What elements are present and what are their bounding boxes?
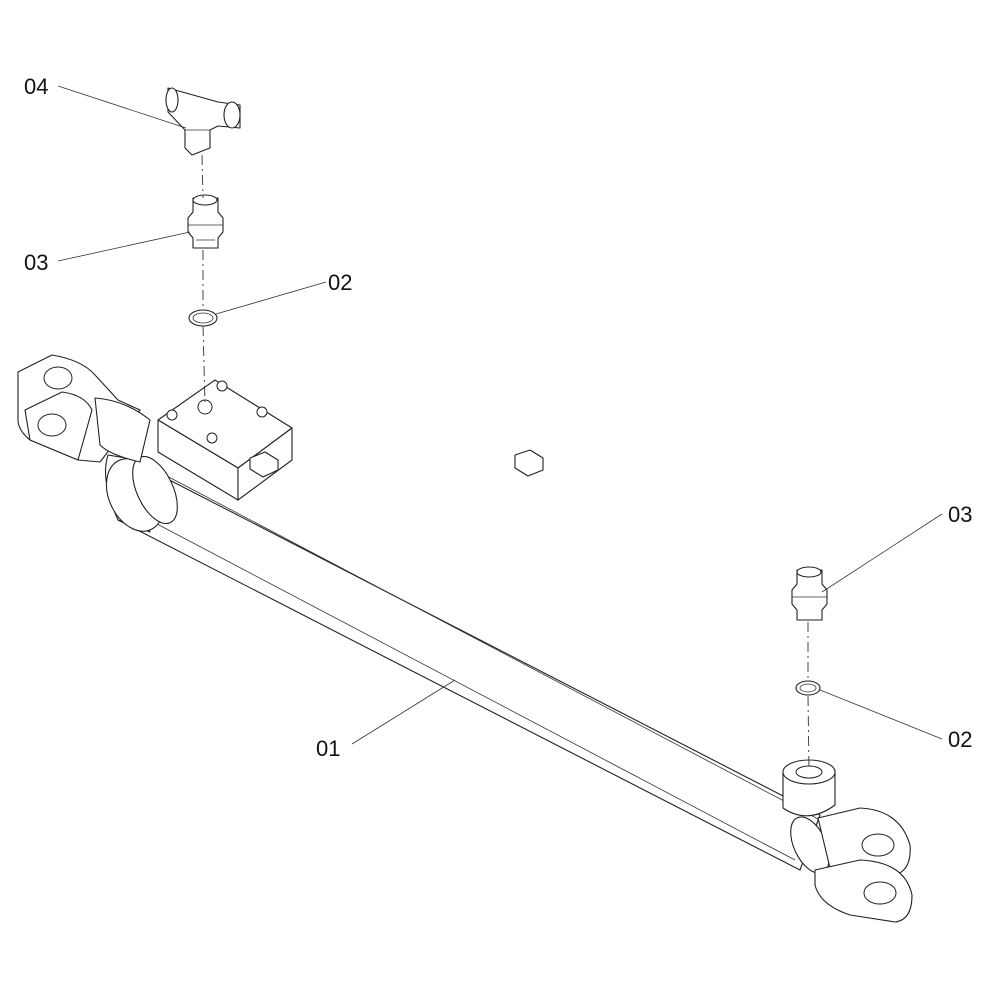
assembly-axis-lines xyxy=(201,154,810,771)
callout-01: 01 xyxy=(316,736,340,761)
callout-02-upper: 02 xyxy=(328,270,352,295)
callout-03-lower: 03 xyxy=(948,502,972,527)
cylinder-barrel xyxy=(105,454,830,874)
callout-04: 04 xyxy=(24,74,48,99)
straight-adapter-upper xyxy=(187,194,224,249)
straight-adapter-lower xyxy=(791,566,828,621)
leader-lines xyxy=(57,85,943,745)
o-ring-lower xyxy=(795,680,821,696)
elbow-fitting xyxy=(165,87,241,156)
front-clevis xyxy=(814,807,913,923)
callout-labels: 04 03 02 03 02 01 xyxy=(24,74,972,761)
callout-02-lower: 02 xyxy=(948,727,972,752)
valve-block xyxy=(157,379,544,501)
rear-clevis xyxy=(17,354,151,463)
o-ring-upper xyxy=(188,309,218,327)
port-boss xyxy=(782,759,836,817)
callout-03-upper: 03 xyxy=(24,250,48,275)
